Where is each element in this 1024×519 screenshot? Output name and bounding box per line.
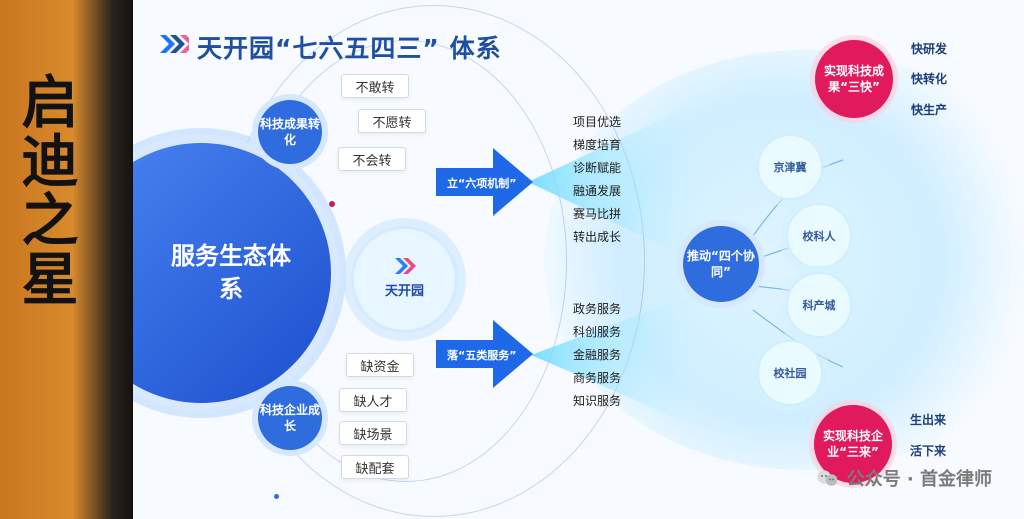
six-mechanisms-label: 立“六项机制”	[447, 177, 517, 190]
tech-achievement-circle: 科技成果转化	[258, 100, 322, 164]
three-fast-circle: 实现科技成果“三快”	[815, 40, 893, 118]
enterprise-tag: 缺场景	[339, 421, 407, 445]
synergy-node-label: 京津冀	[773, 161, 807, 174]
six-item: 转出成长	[573, 230, 622, 244]
tech-achievement-label: 科技成果转化	[259, 117, 320, 147]
five-item: 知识服务	[573, 394, 622, 408]
synergy-node: 校社园	[757, 340, 823, 406]
six-items-list: 项目优选 梯度培育 诊断赋能 融通发展 赛马比拼 转出成长	[573, 111, 621, 249]
six-item: 梯度培育	[573, 138, 622, 152]
synergy-node: 京津冀	[757, 134, 823, 200]
achievement-tag: 不愿转	[358, 109, 426, 133]
ecosystem-label: 服务生态体系	[171, 242, 291, 303]
watermark: 公众号 · 首金律师	[816, 465, 992, 491]
six-item: 融通发展	[573, 184, 622, 198]
synergy-label: 推动“四个协同”	[687, 249, 755, 279]
five-item: 政务服务	[573, 302, 622, 316]
left-banner: 启迪之星	[0, 0, 132, 519]
three-fast-item: 快生产	[911, 103, 948, 117]
six-item: 项目优选	[573, 115, 622, 129]
enterprise-tag: 缺人才	[339, 388, 407, 412]
enterprise-tag: 缺配套	[341, 455, 409, 479]
slide: 天开园“七六五四三” 体系 服务生态体系 天开园 科技成果转化 科技企业成长 不…	[133, 0, 1024, 519]
three-come-circle: 实现科技企业“三来”	[814, 405, 892, 483]
three-fast-label: 实现科技成果“三快”	[823, 64, 884, 94]
five-items-list: 政务服务 科创服务 金融服务 商务服务 知识服务	[573, 298, 621, 413]
banner-text: 启迪之星	[12, 72, 78, 308]
chat-bubble-icon	[816, 469, 837, 486]
synergy-node-label: 校科人	[802, 230, 836, 243]
watermark-text: 公众号 · 首金律师	[846, 469, 992, 490]
six-item: 赛马比拼	[573, 207, 622, 221]
tiankaiyuan-logo-icon	[394, 258, 416, 274]
synergy-node-label: 科产城	[802, 299, 836, 312]
three-come-label: 实现科技企业“三来”	[822, 429, 883, 459]
tech-enterprise-circle: 科技企业成长	[258, 386, 322, 450]
synergy-node-label: 校社园	[773, 367, 807, 380]
achievement-tag: 不敢转	[341, 74, 409, 98]
five-services-label: 落“五类服务”	[447, 349, 517, 362]
achievement-tag: 不会转	[338, 147, 406, 171]
synergy-node: 校科人	[786, 203, 852, 269]
three-fast-item: 快转化	[911, 72, 948, 86]
system-logo-icon	[160, 35, 189, 53]
center-circle: 天开园	[351, 226, 458, 333]
three-come-item: 活下来	[910, 444, 947, 458]
center-label: 天开园	[384, 284, 424, 299]
tech-enterprise-label: 科技企业成长	[259, 403, 320, 433]
three-fast-item: 快研发	[911, 42, 948, 56]
six-item: 诊断赋能	[573, 161, 622, 175]
enterprise-tag: 缺资金	[346, 353, 414, 377]
accent-dot	[274, 494, 279, 499]
accent-dot	[329, 201, 335, 207]
five-item: 金融服务	[573, 348, 622, 362]
synergy-circle: 推动“四个协同”	[683, 226, 759, 302]
three-come-item: 生出来	[910, 413, 947, 427]
five-item: 科创服务	[573, 325, 622, 339]
five-item: 商务服务	[573, 371, 622, 385]
synergy-node: 科产城	[786, 272, 852, 338]
